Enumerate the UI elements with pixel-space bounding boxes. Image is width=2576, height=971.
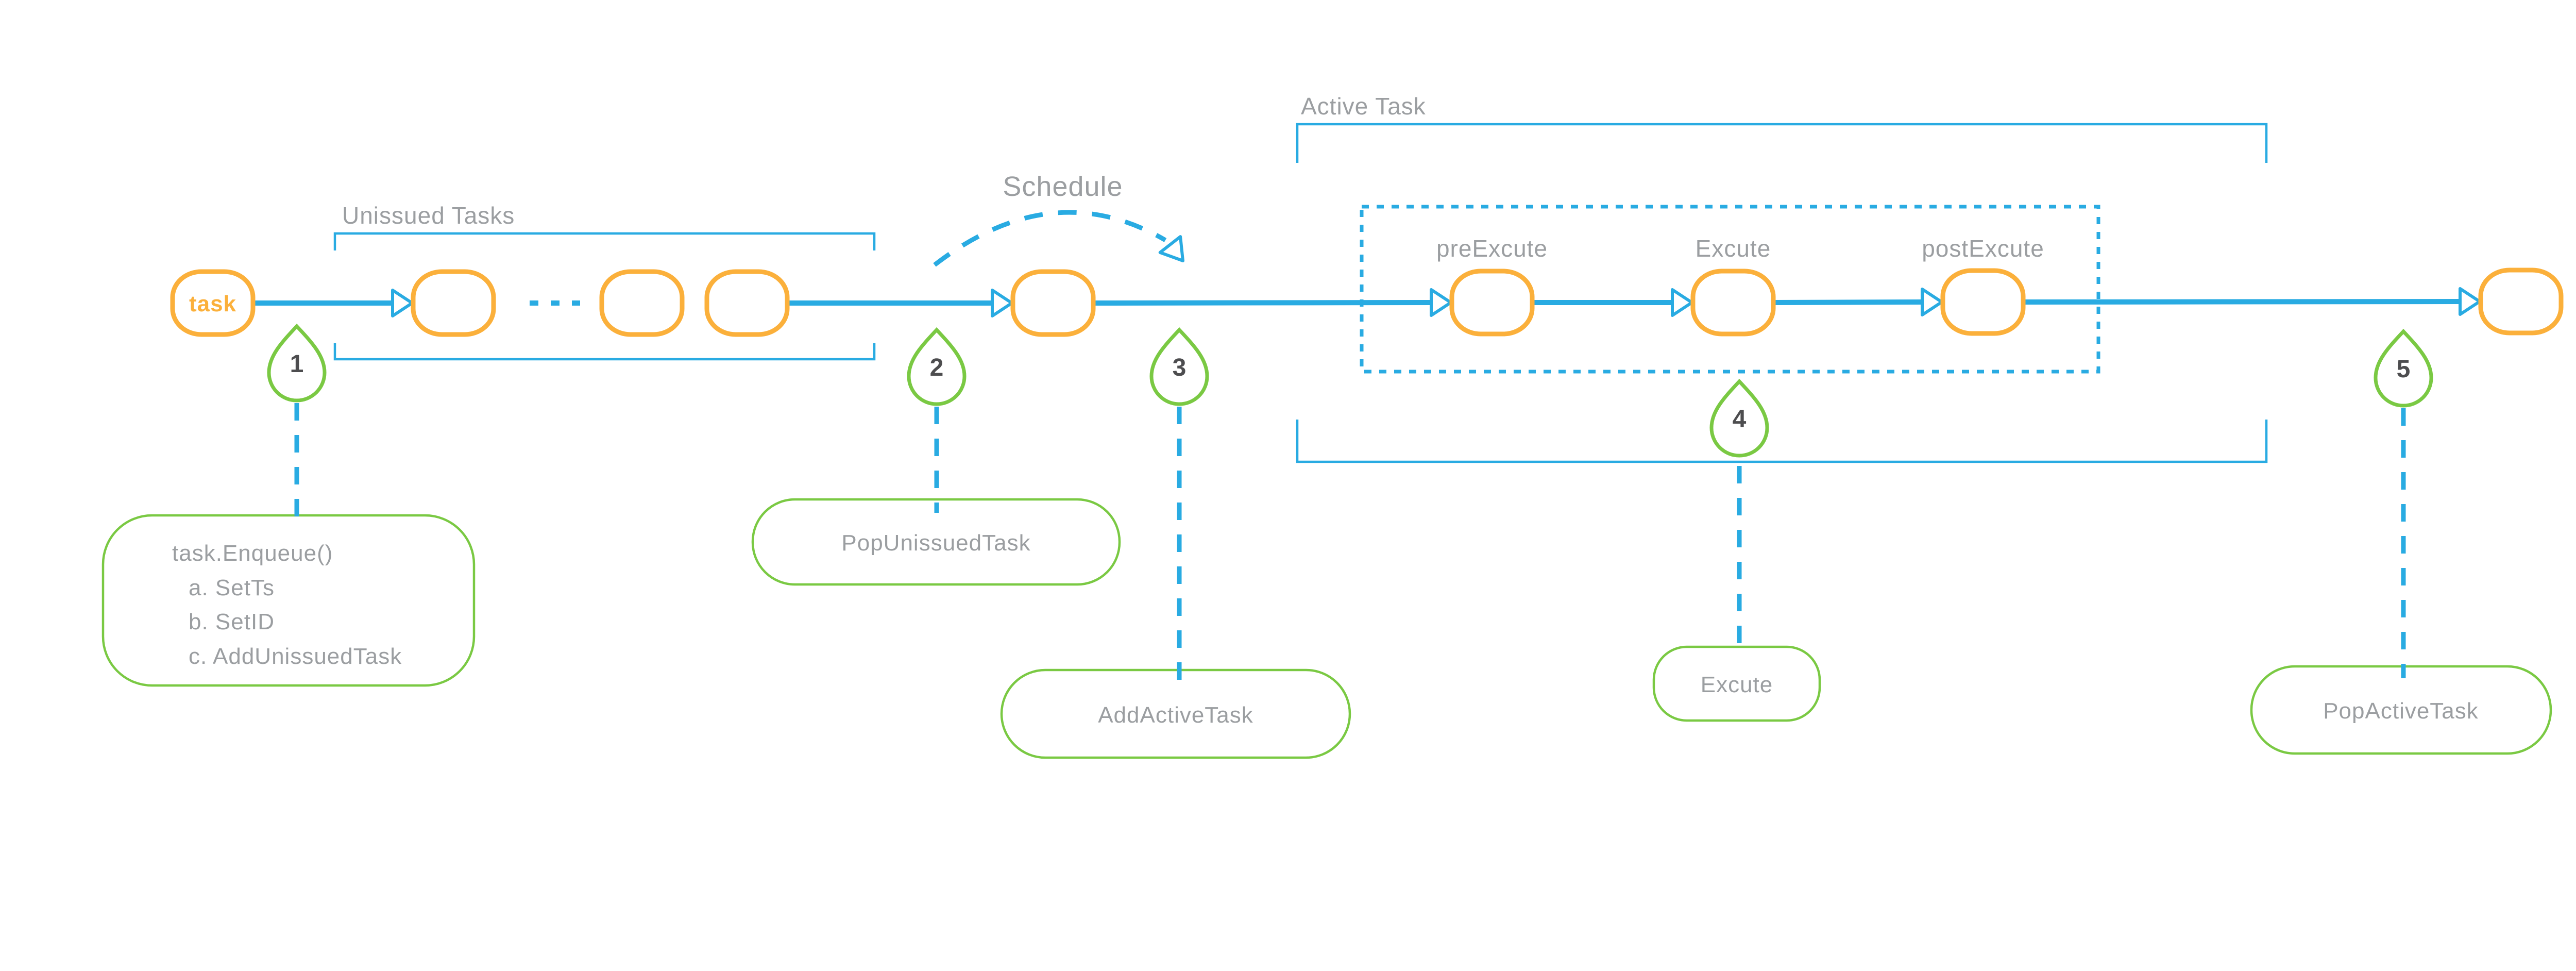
- pin-4-number: 4: [1733, 406, 1747, 433]
- schedule-dashed-arc: [933, 210, 1167, 267]
- arrow-head-icon: [1921, 288, 1943, 316]
- task-node: [170, 269, 256, 337]
- pin-2-number: 2: [930, 354, 944, 381]
- pin-4-teardrop-icon: [1709, 378, 1769, 458]
- post-excute-node: [1940, 268, 2026, 336]
- arrow-head-icon: [1430, 288, 1452, 317]
- schedule-node: [1010, 269, 1096, 337]
- unissued-task-node-1: [411, 269, 496, 337]
- note-box-task-enqueue: [101, 514, 476, 687]
- active-task-dotted-box: [1360, 205, 2100, 374]
- flow-segment-excute-to-postexcute: [1773, 299, 1924, 305]
- flow-connectors: [253, 287, 2481, 317]
- note-line: a. SetTs: [189, 575, 275, 600]
- note-line: c. AddUnissuedTask: [189, 644, 402, 669]
- excute-label: Excute: [1696, 235, 1771, 262]
- excute-node: [1690, 269, 1776, 337]
- unissued-tasks-label: Unissued Tasks: [342, 202, 515, 229]
- pre-excute-label: preExcute: [1436, 235, 1548, 262]
- note-line: AddActiveTask: [1098, 702, 1253, 728]
- note-line: Excute: [1701, 672, 1773, 697]
- flow-nodes: task: [170, 267, 2564, 337]
- arrow-head-icon: [391, 289, 414, 317]
- unissued-bracket-bottom: [333, 343, 876, 361]
- pin-3-number: 3: [1173, 354, 1187, 381]
- note-line: PopUnissuedTask: [841, 530, 1030, 556]
- unissued-tasks-group: Unissued Tasks: [333, 202, 876, 361]
- note-box-add-active-task: [1000, 668, 1351, 759]
- active-task-bracket-bottom: [1296, 420, 2268, 463]
- pin-1-teardrop-icon: [267, 323, 327, 403]
- arrow-head-icon: [991, 289, 1013, 317]
- note-box-excute: [1652, 645, 1821, 722]
- arrow-head-icon: [2459, 287, 2481, 316]
- schedule-arc-arrowhead-icon: [1158, 235, 1184, 262]
- note-box-pop-unissued-task: [751, 498, 1121, 586]
- schedule-label: Schedule: [1003, 171, 1123, 202]
- pin-3-teardrop-icon: [1149, 327, 1209, 406]
- pin-1-number: 1: [290, 350, 304, 378]
- unissued-task-node-3: [704, 269, 790, 337]
- note-line: b. SetID: [189, 609, 275, 634]
- active-task-group: Active Task preExcute Excute postExcute: [1296, 93, 2268, 463]
- task-node-label: task: [189, 291, 236, 316]
- pre-excute-node: [1449, 269, 1535, 337]
- pin-2-teardrop-icon: [907, 327, 967, 406]
- annotation-notes: task.Enqueue() a. SetTs b. SetID c. AddU…: [101, 498, 2552, 759]
- note-line: PopActiveTask: [2323, 698, 2479, 724]
- pin-5-number: 5: [2397, 356, 2411, 383]
- post-excute-label: postExcute: [1922, 235, 2044, 262]
- marker-pins: 1 2 3 4 5: [267, 323, 2433, 683]
- active-task-bracket-top: [1296, 123, 2268, 163]
- note-line: task.Enqueue(): [172, 541, 333, 566]
- schedule-group: Schedule: [933, 171, 1184, 267]
- unissued-bracket-top: [333, 232, 876, 250]
- unissued-task-node-2: [599, 269, 685, 337]
- done-node: [2478, 267, 2564, 336]
- arrow-head-icon: [1671, 288, 1693, 317]
- active-task-label: Active Task: [1301, 93, 1426, 120]
- pin-5-teardrop-icon: [2374, 328, 2433, 408]
